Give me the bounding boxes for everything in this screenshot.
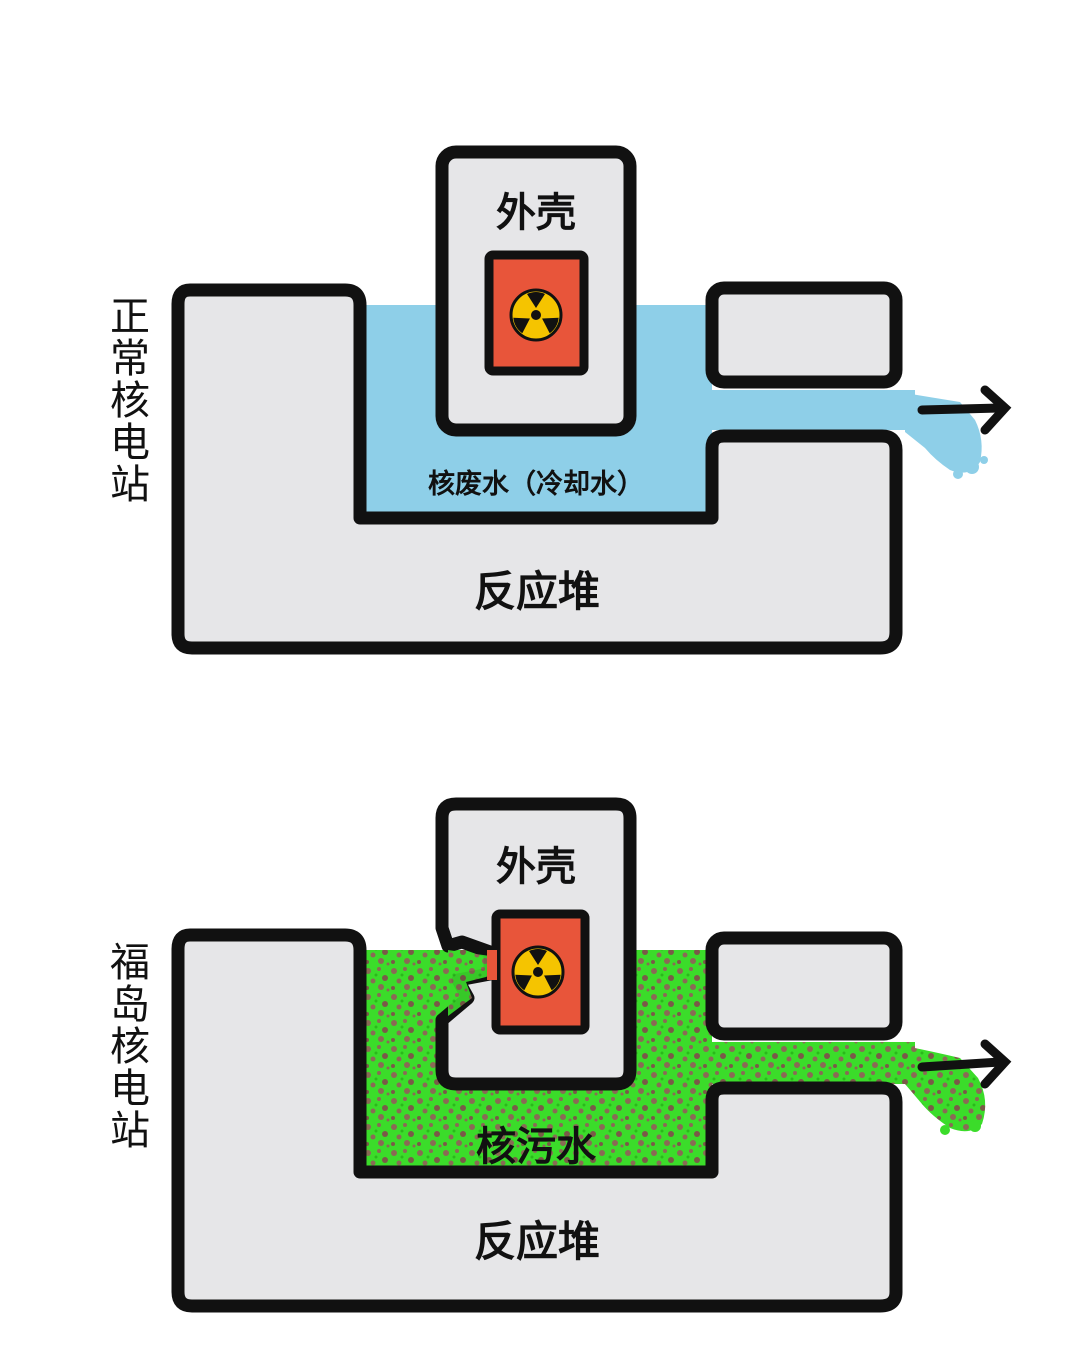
right-block <box>712 288 896 382</box>
reactor-label: 反应堆 <box>178 1208 896 1269</box>
plant-type-label: 正常核电站 <box>106 296 154 506</box>
contaminated-outflow <box>905 1046 985 1131</box>
normal-plant-diagram: 正常核电站 外壳 核废水（冷却水） 反应堆 <box>0 0 1079 680</box>
water-label: 核污水 <box>360 1114 712 1172</box>
fukushima-plant-diagram: 福岛核电站 外壳 核污水 反应堆 <box>0 680 1079 1369</box>
radiation-icon <box>511 290 561 340</box>
reactor-label: 反应堆 <box>178 558 896 619</box>
water-label: 核废水（冷却水） <box>360 462 712 501</box>
radiation-icon <box>513 947 563 997</box>
plant-type-label: 福岛核电站 <box>106 942 154 1152</box>
shell-label: 外壳 <box>442 180 630 238</box>
shell-label: 外壳 <box>442 834 630 892</box>
right-block <box>712 938 896 1034</box>
